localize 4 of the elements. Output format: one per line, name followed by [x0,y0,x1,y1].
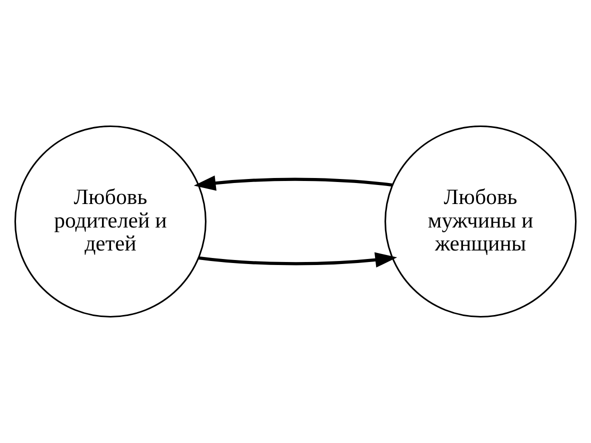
node-circle: Любовь мужчины и женщины [384,125,577,318]
node-circle: Любовь родителей и детей [14,125,206,318]
arrow [194,175,393,191]
arrow [198,252,398,268]
